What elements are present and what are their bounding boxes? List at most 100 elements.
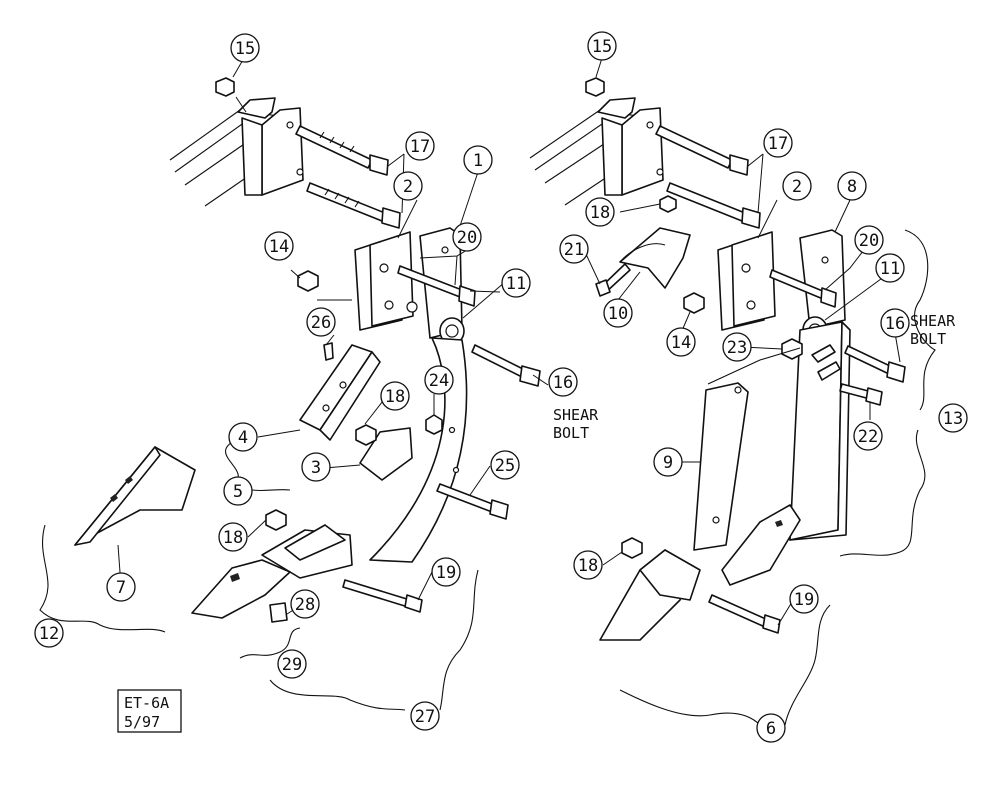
left-assembly bbox=[39, 57, 549, 711]
right-callout-circle bbox=[853, 421, 883, 451]
left-callout-5: 5 bbox=[223, 476, 253, 506]
left-callout-circle bbox=[424, 365, 454, 395]
left-callout-label: 14 bbox=[269, 237, 289, 257]
left-callout-18: 18 bbox=[380, 381, 410, 411]
left-callout-24: 24 bbox=[424, 365, 454, 395]
left-callout-label: 3 bbox=[311, 458, 321, 478]
right-callout-label: 2 bbox=[792, 177, 802, 197]
right-nut-18 bbox=[659, 195, 677, 213]
left-callout-label: 28 bbox=[295, 595, 315, 615]
left-bushing-11 bbox=[439, 317, 465, 345]
right-brace-13 bbox=[839, 229, 936, 557]
left-callout-circle bbox=[548, 367, 578, 397]
left-callout-label: 4 bbox=[238, 428, 248, 448]
right-shear-bolt-16-head bbox=[886, 361, 906, 383]
right-callout-circle bbox=[653, 447, 683, 477]
right-callout-circle bbox=[585, 197, 615, 227]
left-callout-circle bbox=[228, 422, 258, 452]
right-spring-10 bbox=[619, 227, 691, 289]
right-callout-label: 22 bbox=[858, 427, 878, 447]
right-link-a bbox=[811, 344, 836, 363]
right-callout-20: 20 bbox=[854, 225, 884, 255]
right-callout-label: 21 bbox=[564, 240, 584, 260]
right-nut-14 bbox=[683, 292, 705, 314]
right-callout-label: 9 bbox=[663, 453, 673, 473]
left-bolts-17 bbox=[295, 125, 401, 229]
right-bolt-19 bbox=[708, 594, 769, 628]
left-callout-3: 3 bbox=[301, 452, 331, 482]
left-callout-28: 28 bbox=[290, 589, 320, 619]
right-adapter bbox=[721, 504, 801, 586]
left-callout-2: 2 bbox=[393, 171, 423, 201]
right-link-b bbox=[817, 361, 841, 381]
right-callout-19: 19 bbox=[789, 584, 819, 614]
left-pin-26 bbox=[323, 342, 334, 361]
left-callout-circle bbox=[277, 649, 307, 679]
note-shear-bolt-right-line1: SHEAR bbox=[910, 312, 956, 330]
right-callout-label: 6 bbox=[766, 719, 776, 739]
right-callout-circle bbox=[756, 713, 786, 743]
right-callout-circle bbox=[880, 308, 910, 338]
right-callout-8: 8 bbox=[837, 171, 867, 201]
right-frame-beam bbox=[529, 97, 664, 206]
left-callout-circle bbox=[230, 33, 260, 63]
left-frame-beam bbox=[169, 97, 304, 207]
right-callout-10: 10 bbox=[603, 298, 633, 328]
left-callout-circle bbox=[223, 476, 253, 506]
left-callout-label: 16 bbox=[553, 373, 573, 393]
left-callout-label: 27 bbox=[415, 707, 435, 727]
left-callout-label: 7 bbox=[116, 578, 126, 598]
right-bolts-17 bbox=[655, 125, 761, 229]
left-callout-label: 11 bbox=[506, 274, 526, 294]
left-callout-15: 15 bbox=[230, 33, 260, 63]
left-callout-27: 27 bbox=[410, 701, 440, 731]
left-brace-12 bbox=[39, 524, 166, 633]
drawing-stamp: ET-6A 5/97 bbox=[117, 689, 182, 733]
left-callout-label: 29 bbox=[282, 655, 302, 675]
right-callout-label: 19 bbox=[794, 590, 814, 610]
left-bolt-19 bbox=[342, 579, 411, 608]
right-callout-6: 6 bbox=[756, 713, 786, 743]
right-nut-18b bbox=[621, 537, 643, 559]
right-brace-6 bbox=[619, 604, 831, 726]
left-callout-circle bbox=[490, 450, 520, 480]
right-callout-label: 13 bbox=[943, 409, 963, 429]
right-callout-label: 15 bbox=[592, 37, 612, 57]
note-shear-bolt-left-line2: BOLT bbox=[553, 424, 589, 442]
left-shear-bolt-16-head bbox=[519, 365, 541, 387]
stamp-date: 5/97 bbox=[124, 713, 160, 731]
right-callout-label: 23 bbox=[727, 338, 747, 358]
right-callout-label: 8 bbox=[847, 177, 857, 197]
left-callout-label: 20 bbox=[457, 228, 477, 248]
left-nut-18b bbox=[265, 509, 287, 531]
left-callout-label: 26 bbox=[311, 313, 331, 333]
left-callout-12: 12 bbox=[34, 618, 64, 648]
right-callout-circle bbox=[573, 550, 603, 580]
left-callout-label: 1 bbox=[473, 151, 483, 171]
right-callout-circle bbox=[722, 332, 752, 362]
right-callout-circle bbox=[587, 31, 617, 61]
left-callout-16: 16 bbox=[548, 367, 578, 397]
right-callout-18: 18 bbox=[573, 550, 603, 580]
left-callout-circle bbox=[452, 222, 482, 252]
left-callout-circle bbox=[431, 557, 461, 587]
right-callout-2: 2 bbox=[782, 171, 812, 201]
left-brace-29 bbox=[239, 627, 301, 659]
left-callout-circle bbox=[380, 381, 410, 411]
right-callout-circle bbox=[666, 327, 696, 357]
left-callout-circle bbox=[301, 452, 331, 482]
right-callout-9: 9 bbox=[653, 447, 683, 477]
left-callout-4: 4 bbox=[228, 422, 258, 452]
right-point bbox=[599, 549, 701, 641]
left-bolt-19-head bbox=[404, 594, 423, 613]
right-bolt-20-head bbox=[820, 287, 837, 308]
right-callout-15: 15 bbox=[587, 31, 617, 61]
left-callout-17: 17 bbox=[405, 131, 435, 161]
right-callout-label: 14 bbox=[671, 333, 691, 353]
left-nut-15 bbox=[215, 77, 235, 97]
left-callout-label: 2 bbox=[403, 177, 413, 197]
